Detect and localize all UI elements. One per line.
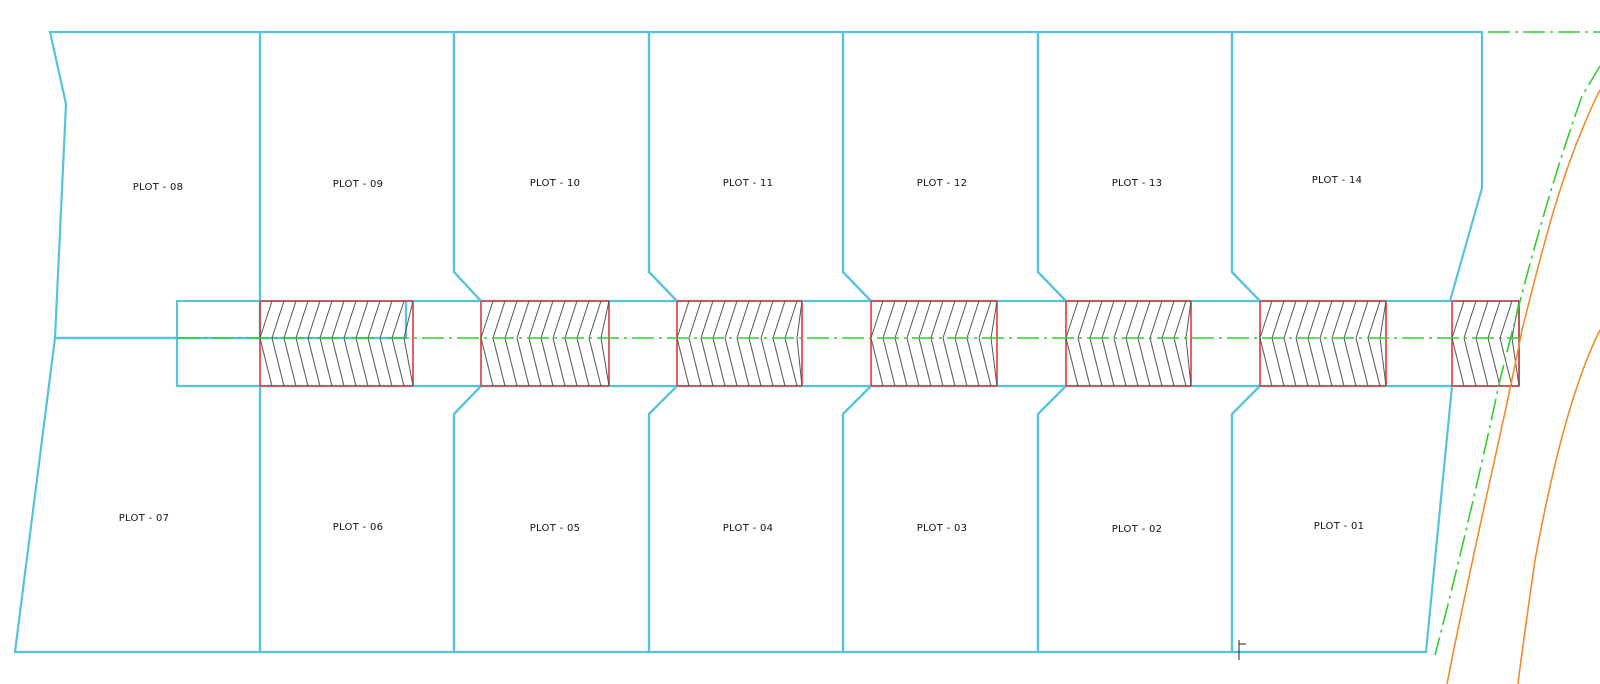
plot-label: PLOT - 14 [1312, 175, 1363, 186]
hatch-zone-border [1259, 300, 1387, 387]
hatch-zone-border [1451, 300, 1520, 387]
hatch-zone-border [870, 300, 998, 387]
plot-boundary-13[interactable] [1036, 30, 1263, 303]
plot-label: PLOT - 12 [917, 178, 968, 189]
hatched-zones [259, 300, 1520, 387]
plot-label: PLOT - 05 [530, 523, 581, 534]
right-boundary-dashline [1434, 65, 1600, 656]
hatch-zone [259, 300, 414, 387]
internal-road[interactable] [176, 300, 1520, 387]
plot-boundary-14[interactable] [1230, 30, 1484, 303]
hatch-zone [1451, 300, 1520, 387]
offsite-road-lines [1446, 89, 1600, 684]
site-boundary-line [1434, 31, 1600, 656]
plot-boundary-02[interactable] [1036, 384, 1263, 654]
hatch-lines [480, 300, 610, 387]
plot-label: PLOT - 07 [119, 513, 170, 524]
plot-label: PLOT - 10 [530, 178, 581, 189]
plot-label: PLOT - 04 [723, 523, 774, 534]
plot-boundary-01[interactable] [1230, 384, 1454, 654]
offsite-line-outer [1446, 89, 1600, 684]
hatch-zone-border [676, 300, 803, 387]
plot-label: PLOT - 11 [723, 178, 774, 189]
hatch-lines [870, 300, 998, 387]
plot-boundary-04[interactable] [647, 384, 874, 654]
plot-label: PLOT - 09 [333, 179, 384, 190]
hatch-lines [1259, 300, 1387, 387]
hatch-zone [676, 300, 803, 387]
hatch-zone-border [480, 300, 610, 387]
plot-boundary-10[interactable] [452, 30, 680, 303]
plot-labels: PLOT - 08 PLOT - 09 PLOT - 10 PLOT - 11 … [119, 175, 1365, 535]
plot-label: PLOT - 13 [1112, 178, 1163, 189]
hatch-lines [1065, 300, 1192, 387]
plot-label: PLOT - 01 [1314, 521, 1365, 532]
hatch-zone-border [1065, 300, 1192, 387]
plot-label: PLOT - 06 [333, 522, 384, 533]
hatch-zone [1065, 300, 1192, 387]
plot-boundary-03[interactable] [841, 384, 1069, 654]
offsite-line-inner [1517, 329, 1600, 684]
plot-boundary-12[interactable] [841, 30, 1069, 303]
plot-boundary-11[interactable] [647, 30, 874, 303]
hatch-zone [1259, 300, 1387, 387]
plot-boundary-05[interactable] [452, 384, 680, 654]
hatch-lines [1451, 300, 1520, 387]
hatch-lines [259, 300, 414, 387]
plot-boundary-06[interactable] [258, 384, 484, 654]
plot-label: PLOT - 08 [133, 182, 184, 193]
plot-label: PLOT - 02 [1112, 524, 1163, 535]
hatch-lines [676, 300, 803, 387]
hatch-zone-border [259, 300, 414, 387]
hatch-zone [870, 300, 998, 387]
hatch-zone [480, 300, 610, 387]
survey-mark-icon [1238, 640, 1246, 660]
plot-label: PLOT - 03 [917, 523, 968, 534]
